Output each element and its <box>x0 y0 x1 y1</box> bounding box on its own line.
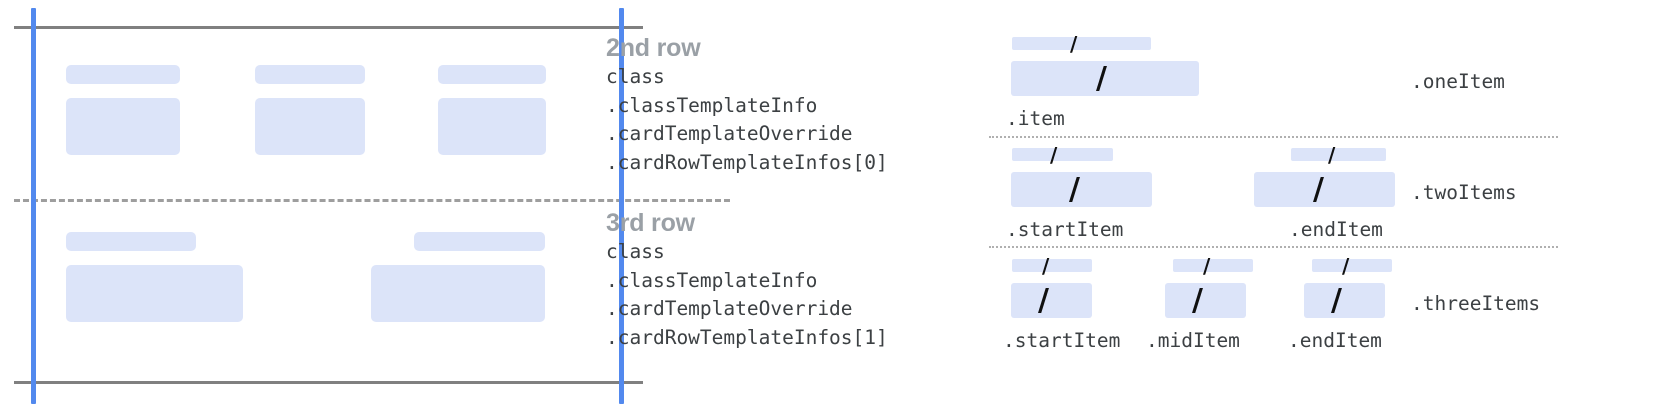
three-items-mid-title-bar <box>1173 259 1253 272</box>
three-items-start-body-bar <box>1011 283 1092 318</box>
row2-col2-body-chip <box>255 98 365 155</box>
three-items-start-title-bar <box>1012 259 1092 272</box>
two-items-start-body-bar <box>1011 172 1152 207</box>
row2-col1-title-chip <box>66 65 180 84</box>
item-separator-2 <box>989 246 1558 248</box>
one-item-caption: .item <box>1006 107 1065 130</box>
two-items-end-caption: .endItem <box>1289 218 1383 241</box>
row3-col1-title-chip <box>66 232 196 251</box>
annotation-line-cardTemplateOverride: .cardTemplateOverride <box>606 122 853 145</box>
annotation-line-classTemplateInfo: .classTemplateInfo <box>606 93 818 117</box>
two-items-start-body-slash: / <box>1069 172 1080 207</box>
two-items-end-title-slash: / <box>1328 143 1336 167</box>
annotation-3rd-row: 3rd row class .classTemplateInfo .cardTe… <box>606 208 888 352</box>
one-item-body-slash: / <box>1096 61 1107 96</box>
three-items-end-caption: .endItem <box>1288 329 1382 352</box>
three-items-mid-caption: .midItem <box>1146 329 1240 352</box>
row3-col1-body-chip <box>66 265 243 322</box>
annotation-line-cardTemplateOverride: .cardTemplateOverride <box>606 297 853 320</box>
annotation-2nd-row: 2nd row class .classTemplateInfo .cardTe… <box>606 33 888 177</box>
two-items-start-title-slash: / <box>1050 143 1058 167</box>
annotation-line-class: class <box>606 65 665 88</box>
annotation-line-classTemplateInfo: .classTemplateInfo <box>606 268 818 292</box>
one-item-title-bar <box>1012 37 1151 50</box>
row2-col3-title-chip <box>438 65 546 84</box>
one-item-title-slash: / <box>1070 32 1078 56</box>
three-items-mid-body-slash: / <box>1192 283 1203 318</box>
two-items-end-body-bar <box>1254 172 1395 207</box>
card-top-rule <box>14 26 643 29</box>
annotation-heading: 2nd row <box>606 34 701 62</box>
one-item-body-bar <box>1011 61 1199 96</box>
annotation-line-class: class <box>606 240 665 263</box>
two-items-start-caption: .startItem <box>1006 218 1124 241</box>
row3-col2-body-chip <box>371 265 545 322</box>
annotation-heading: 3rd row <box>606 209 695 237</box>
row2-col2-title-chip <box>255 65 365 84</box>
annotation-line-cardRowTemplateInfos: .cardRowTemplateInfos[1] <box>606 325 888 349</box>
three-items-start-title-slash: / <box>1042 254 1050 278</box>
three-items-start-body-slash: / <box>1038 283 1049 318</box>
annotation-line-cardRowTemplateInfos: .cardRowTemplateInfos[0] <box>606 150 888 174</box>
three-items-start-caption: .startItem <box>1003 329 1121 352</box>
card-right-guide <box>619 8 624 404</box>
row2-col1-body-chip <box>66 98 180 155</box>
three-items-end-title-bar <box>1312 259 1392 272</box>
two-items-end-body-slash: / <box>1313 172 1324 207</box>
row-separator-dashed <box>14 199 730 202</box>
three-items-side-label: .threeItems <box>1411 292 1541 315</box>
three-items-mid-body-bar <box>1165 283 1246 318</box>
two-items-side-label: .twoItems <box>1411 181 1517 204</box>
row3-col2-title-chip <box>414 232 545 251</box>
two-items-end-title-bar <box>1291 148 1386 161</box>
item-separator-1 <box>989 136 1558 138</box>
three-items-end-body-slash: / <box>1331 283 1342 318</box>
three-items-end-title-slash: / <box>1342 254 1350 278</box>
one-item-side-label: .oneItem <box>1411 70 1505 93</box>
card-bottom-rule <box>14 381 643 384</box>
two-items-start-title-bar <box>1012 148 1113 161</box>
row2-col3-body-chip <box>438 98 546 155</box>
three-items-end-body-bar <box>1304 283 1385 318</box>
three-items-mid-title-slash: / <box>1203 254 1211 278</box>
card-left-guide <box>31 8 36 404</box>
